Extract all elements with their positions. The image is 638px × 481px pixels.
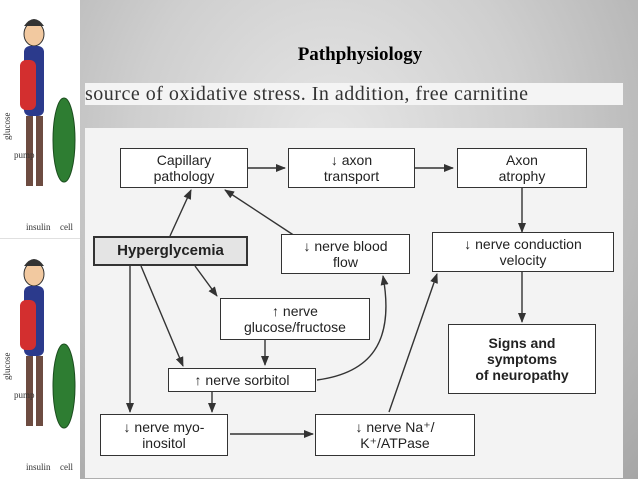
pathophysiology-diagram: Capillary pathology ↓ axon transport Axo…: [85, 128, 623, 478]
slide-title: Pathphysiology: [297, 44, 423, 65]
cropped-text: source of oxidative stress. In addition,…: [85, 83, 529, 105]
node-label: ↓ nerve conduction velocity: [464, 236, 582, 268]
insulin-label: insulin: [26, 462, 51, 472]
pump-label: pump: [14, 150, 35, 160]
clipart-strip: glucose pump insulin cell glucose pump i…: [0, 0, 80, 479]
arrow-blood-flow-to-capillary: [224, 189, 296, 237]
arrow-hyper-to-sorbitol: [140, 265, 184, 367]
node-label: ↓ nerve myo- inositol: [123, 419, 205, 451]
divider: [0, 238, 80, 239]
node-capillary-pathology: Capillary pathology: [120, 148, 248, 188]
ball-icon: [52, 343, 76, 429]
node-nerve-myoinositol: ↓ nerve myo- inositol: [100, 414, 228, 456]
insulin-cartoon-icon: [20, 19, 76, 186]
node-nerve-sorbitol: ↑ nerve sorbitol: [168, 368, 316, 392]
node-label: ↓ nerve blood flow: [303, 238, 388, 270]
arrow-atpase-to-conduction: [388, 273, 438, 413]
node-nerve-blood-flow: ↓ nerve blood flow: [281, 234, 410, 274]
node-axon-transport: ↓ axon transport: [288, 148, 415, 188]
diagram-arrows: [126, 164, 526, 438]
node-label: Hyperglycemia: [117, 242, 224, 259]
node-axon-atrophy: Axon atrophy: [457, 148, 587, 188]
node-nerve-na-k-atpase: ↓ nerve Na⁺/ K⁺/ATPase: [315, 414, 475, 456]
node-label: ↓ nerve Na⁺/ K⁺/ATPase: [355, 419, 435, 451]
node-nerve-glucose-fructose: ↑ nerve glucose/fructose: [220, 298, 370, 340]
insulin-label: insulin: [26, 222, 51, 232]
glucose-label: glucose: [2, 352, 12, 381]
cropped-text-line: source of oxidative stress. In addition,…: [85, 83, 623, 105]
node-signs-symptoms-neuropathy: Signs and symptoms of neuropathy: [448, 324, 596, 394]
arrow-hyper-to-capillary: [169, 189, 192, 237]
clipart-panel: glucose pump insulin cell: [0, 240, 80, 476]
node-label: Signs and symptoms of neuropathy: [475, 335, 569, 383]
cell-label: cell: [60, 222, 73, 232]
arrow-hyper-to-glucose: [194, 265, 218, 297]
node-label: ↑ nerve glucose/fructose: [244, 303, 346, 335]
node-label: Capillary pathology: [153, 152, 215, 184]
node-label: Axon atrophy: [498, 152, 546, 184]
insulin-cartoon-icon: [20, 259, 76, 429]
glucose-label: glucose: [2, 112, 12, 141]
ball-icon: [52, 97, 76, 183]
clipart-panel: glucose pump insulin cell: [0, 0, 80, 236]
node-hyperglycemia: Hyperglycemia: [93, 236, 248, 266]
node-label: ↓ axon transport: [323, 152, 380, 184]
cell-label: cell: [60, 462, 73, 472]
node-nerve-conduction-velocity: ↓ nerve conduction velocity: [432, 232, 614, 272]
node-label: ↑ nerve sorbitol: [194, 372, 290, 388]
pump-label: pump: [14, 390, 35, 400]
arrow-sorbitol-to-blood-flow: [316, 275, 389, 381]
